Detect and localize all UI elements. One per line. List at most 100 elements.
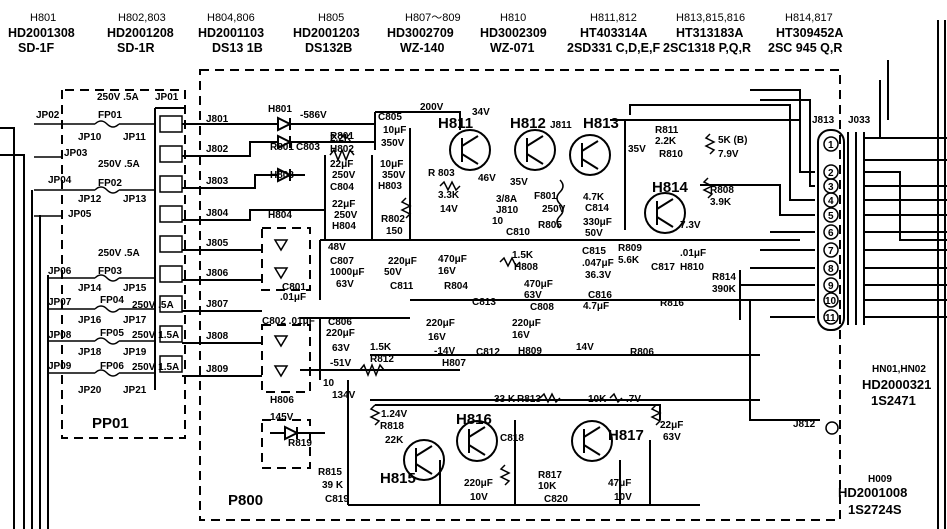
component-label: C815 <box>582 246 606 257</box>
component-label: 220μF <box>326 328 355 339</box>
header-type: WZ-140 <box>400 41 445 55</box>
component-label: C819 <box>325 494 349 505</box>
jumper-label: JP05 <box>68 209 92 220</box>
header-part: HT403314A <box>580 26 647 40</box>
component-label: H816 <box>456 411 492 428</box>
component-label: 4 <box>828 196 834 207</box>
component-label: 220μF <box>388 256 417 267</box>
jumper-label: JP02 <box>36 110 60 121</box>
transistor-h814 <box>644 192 686 234</box>
component-label: H009 <box>868 474 892 485</box>
component-label: 2 <box>828 168 834 179</box>
component-label: 3 <box>828 182 834 193</box>
component-label: H809 <box>518 346 542 357</box>
component-label: R815 <box>318 467 342 478</box>
component-label: 50V <box>585 228 603 239</box>
component-label: 3.3K <box>438 190 460 201</box>
header-type: 2SC1318 P,Q,R <box>663 41 751 55</box>
jumper-label: JP09 <box>48 361 72 372</box>
regulator-section: H811 34V R 803 3.3K 14V 46V R802 150 H81… <box>370 89 820 421</box>
component-label: H814 <box>652 179 689 196</box>
component-label: 9 <box>828 281 834 292</box>
header-part: HD2001103 <box>198 26 264 40</box>
component-label: R814 <box>712 272 736 283</box>
component-label: 63V <box>524 290 542 301</box>
component-label: 35V <box>628 144 646 155</box>
component-label: 10 <box>323 378 335 389</box>
component-label: 6 <box>828 228 834 239</box>
fuse-rating: 250V .5A <box>132 300 174 311</box>
component-label: HD2001008 <box>838 485 907 500</box>
component-label: C812 <box>476 347 500 358</box>
component-label: 330μF <box>583 217 612 228</box>
jp01-label: JP01 <box>155 92 179 103</box>
j033-label: J033 <box>848 115 871 126</box>
component-label: 5K (B) <box>718 135 747 146</box>
fuse-ref: FP04 <box>100 295 124 306</box>
component-label: .01μF <box>280 292 306 303</box>
header-ref: H801 <box>30 12 56 24</box>
component-label: C808 <box>530 302 554 313</box>
fuse-ref: FP03 <box>98 266 122 277</box>
component-label: HN01,HN02 <box>872 364 926 375</box>
component-label: C801 <box>282 282 306 293</box>
jack-label: J801 <box>206 114 229 125</box>
component-label: R818 <box>380 421 404 432</box>
component-label: H803 <box>270 170 294 181</box>
component-label: .047μF <box>582 258 614 269</box>
component-label: 250V <box>542 204 566 215</box>
header-ref: H813,815,816 <box>676 12 745 24</box>
component-label: 1000μF <box>330 267 364 278</box>
component-label: 150 <box>386 226 403 237</box>
component-label: C806 <box>328 317 352 328</box>
component-label: 1S2471 <box>871 393 916 408</box>
component-label: C811 <box>390 281 414 292</box>
component-label: 390K <box>712 284 737 295</box>
component-label: 7.9V <box>718 149 739 160</box>
component-label: 10μF <box>380 159 403 170</box>
component-label: C813 <box>472 297 496 308</box>
component-label: 16V <box>428 332 446 343</box>
header-ref: H807～809 <box>405 12 461 24</box>
component-label: 36.3V <box>585 270 611 281</box>
component-label: 250V <box>334 210 358 221</box>
component-label: 22μF <box>330 159 353 170</box>
left-input-wires <box>0 123 62 529</box>
header-type: DS13 1B <box>212 41 263 55</box>
jumper-label: JP20 <box>78 385 102 396</box>
component-label: R809 <box>618 243 642 254</box>
component-label: 48V <box>328 242 346 253</box>
jumper-label: JP14 <box>78 283 102 294</box>
header-parts-table: H801 HD2001308 SD-1F H802,803 HD2001208 … <box>8 12 843 55</box>
transistor-h811 <box>449 129 491 171</box>
header-type: 2SC 945 Q,R <box>768 41 842 55</box>
component-label: 2.2K <box>330 133 352 144</box>
component-label: 200V <box>420 102 444 113</box>
jumper-label: JP08 <box>48 330 72 341</box>
component-label: 10K <box>588 394 607 405</box>
jack-label: J804 <box>206 208 229 219</box>
component-label: 10 <box>492 216 504 227</box>
component-label: 50V <box>384 267 402 278</box>
jumper-label: JP04 <box>48 175 72 186</box>
p800-board-outline <box>199 69 841 521</box>
header-ref: H811,812 <box>590 12 637 24</box>
component-label: 1.5K <box>512 250 534 261</box>
component-label: R817 <box>538 470 562 481</box>
rectifier-section: H801 -586V R801 H803 H804 H806 145V R819… <box>238 102 461 505</box>
transistor-h816 <box>456 420 498 462</box>
component-label: 1 <box>828 140 834 151</box>
component-label: 10V <box>614 492 632 503</box>
component-label: F801 <box>534 191 557 202</box>
fuse-ref: FP02 <box>98 178 122 189</box>
component-label: 350V <box>382 170 406 181</box>
component-label: 220μF <box>512 318 541 329</box>
transistor-h817 <box>571 420 613 462</box>
p800-label: P800 <box>228 492 263 509</box>
component-label: 3/8A <box>496 194 517 205</box>
component-label: 22μF <box>332 199 355 210</box>
jumper-label: JP15 <box>123 283 147 294</box>
component-label: C810 <box>506 227 530 238</box>
component-label: -14V <box>434 346 455 357</box>
